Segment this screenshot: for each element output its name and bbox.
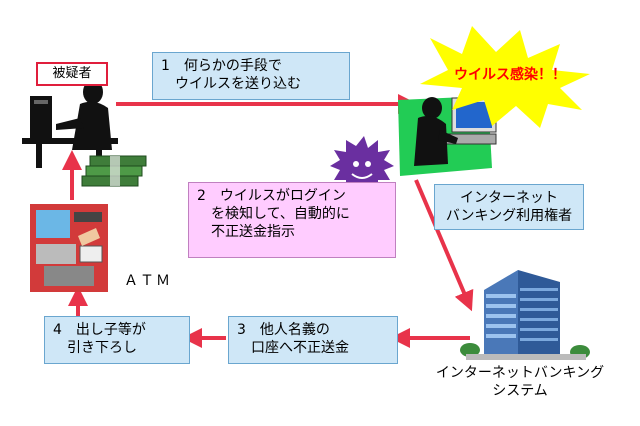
step4-box: 4 出し子等が 引き下ろし — [44, 316, 190, 364]
step1-line1: 1 何らかの手段で — [161, 58, 282, 74]
step1-box: 1 何らかの手段で ウイルスを送り込む — [152, 52, 350, 100]
atm-label: ＡＴＭ — [124, 273, 172, 289]
virus-icon — [330, 136, 394, 196]
step4-line2: 引き下ろし — [53, 340, 137, 356]
arrow-auto-transfer — [414, 179, 474, 312]
step3-box: 3 他人名義の 口座へ不正送金 — [228, 316, 398, 364]
money-icon — [81, 155, 147, 187]
bank-system-line1: インターネットバンキング — [435, 365, 605, 381]
step2-line1: 2 ウイルスがログイン — [197, 188, 346, 204]
step3-line1: 3 他人名義の — [237, 322, 330, 338]
victim-label: インターネット バンキング利用権者 — [434, 184, 584, 230]
bank-system-label: インターネットバンキング システム — [420, 364, 620, 400]
step1-line2: ウイルスを送り込む — [161, 76, 301, 92]
step2-box: 2 ウイルスがログイン を検知して、自動的に 不正送金指示 — [188, 182, 396, 258]
step3-line2: 口座へ不正送金 — [237, 340, 349, 356]
bank-system-line2: システム — [492, 383, 548, 399]
suspect-icon — [22, 80, 118, 168]
step4-line1: 4 出し子等が — [53, 322, 146, 338]
victim-icon — [398, 96, 497, 176]
step2-line3: 不正送金指示 — [197, 224, 295, 240]
victim-label-line2: バンキング利用権者 — [445, 208, 573, 224]
step2-line2: を検知して、自動的に — [197, 206, 350, 222]
bank-building-icon — [460, 270, 590, 360]
virus-infection-burst — [420, 26, 590, 128]
infection-text: ウイルス感染！！ — [454, 67, 566, 83]
atm-icon — [30, 204, 108, 292]
victim-label-line1: インターネット — [460, 190, 558, 206]
suspect-label: 被疑者 — [36, 62, 108, 86]
